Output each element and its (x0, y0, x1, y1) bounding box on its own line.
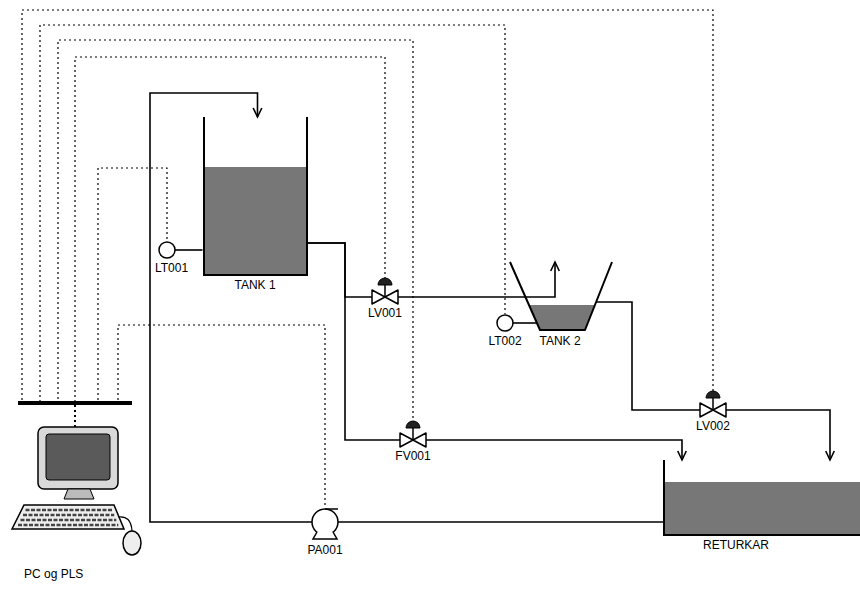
pump: PA001 (306, 507, 344, 558)
return-tank-symbol (663, 460, 860, 536)
signal-line (75, 57, 385, 427)
pipe (726, 410, 834, 460)
pipe (513, 323, 537, 324)
node-label: TANK 1 (203, 278, 308, 293)
node-label: LV002 (695, 419, 731, 434)
level-transmitter-symbol (496, 314, 514, 332)
pipe (596, 302, 700, 410)
node-label: FV001 (394, 449, 432, 464)
pipe (150, 93, 312, 522)
pipe (308, 243, 373, 297)
arrowhead (826, 451, 835, 460)
control-valve-symbol (370, 278, 400, 304)
computer: PC og PLS (10, 425, 150, 582)
pipe (308, 243, 373, 297)
pipe (338, 522, 663, 523)
pipe (308, 243, 401, 440)
node-label: PA001 (306, 543, 344, 558)
pipe (175, 249, 203, 251)
pipe (426, 440, 682, 460)
signal-line (75, 57, 385, 427)
node-label: PC og PLS (10, 567, 150, 582)
signal-line (75, 168, 167, 427)
pipe (338, 521, 663, 523)
signal-line (40, 25, 505, 427)
signal-line (58, 40, 413, 427)
return-tank: RETURKAR (663, 460, 860, 553)
pipe (150, 93, 312, 522)
level-transmitter: LT002 (487, 314, 523, 349)
computer-symbol (10, 425, 150, 565)
pipe (513, 322, 537, 324)
pipe (426, 440, 686, 460)
control-valve: FV001 (394, 421, 432, 464)
arrowhead (551, 262, 560, 271)
pipe (308, 243, 401, 440)
pump-symbol (310, 507, 340, 541)
arrowhead (253, 108, 262, 117)
node-label: LT002 (487, 334, 523, 349)
pipe (398, 262, 555, 297)
node-label: LV001 (367, 306, 403, 321)
level-transmitter-symbol (158, 241, 176, 259)
control-valve: LV001 (367, 278, 403, 321)
pipe (596, 302, 700, 410)
control-valve-symbol (398, 421, 428, 447)
tank: TANK 1 (203, 117, 308, 293)
node-label: LT001 (155, 261, 191, 276)
tank-symbol (203, 117, 308, 276)
signal-line (58, 40, 413, 427)
node-label: RETURKAR (663, 538, 860, 553)
arrowhead (678, 451, 687, 460)
signal-line (22, 10, 713, 427)
pipe (398, 262, 559, 297)
signal-line (22, 10, 713, 427)
control-valve-symbol (698, 391, 728, 417)
signal-line (40, 25, 505, 427)
tank-symbol (505, 262, 615, 332)
signal-line (75, 168, 167, 427)
pipe (726, 410, 830, 460)
level-transmitter: LT001 (155, 241, 191, 276)
control-valve: LV002 (695, 391, 731, 434)
pipe (175, 250, 203, 251)
